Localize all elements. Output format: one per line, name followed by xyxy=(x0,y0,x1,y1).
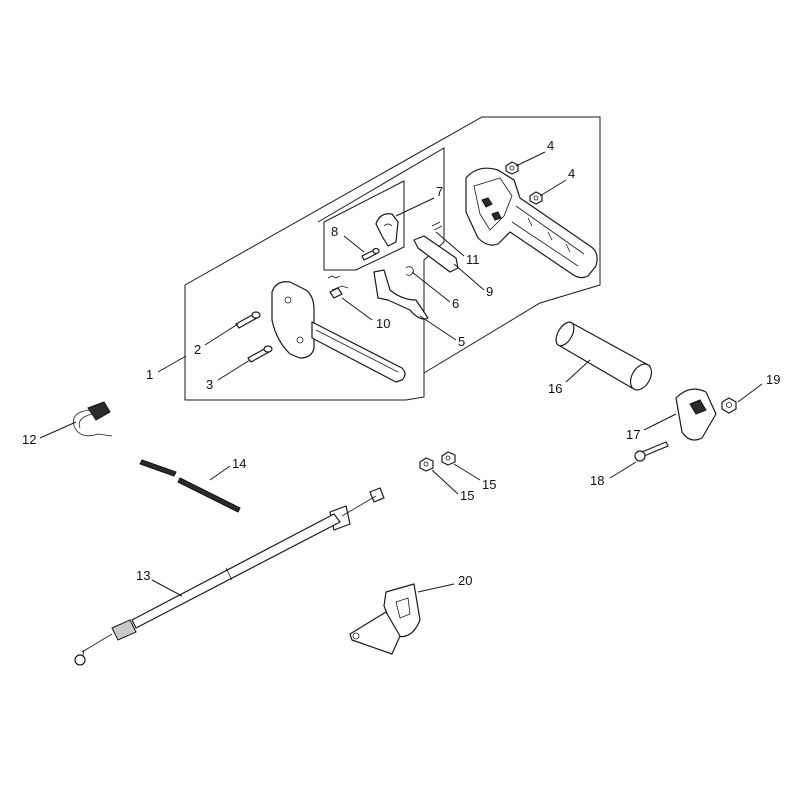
callout-12: 12 xyxy=(22,432,36,447)
callout-1: 1 xyxy=(146,367,153,382)
grip-sleeve-16 xyxy=(555,321,653,391)
spring-6 xyxy=(405,266,414,276)
leader-lines xyxy=(39,151,763,597)
spring-10 xyxy=(327,275,349,299)
clamp-17 xyxy=(675,388,717,441)
callout-8: 8 xyxy=(331,224,338,239)
inner-group-outline xyxy=(317,147,445,373)
lever-group-outline xyxy=(323,180,405,271)
screw-2 xyxy=(235,311,261,329)
stop-switch-12 xyxy=(72,401,113,437)
pin-11 xyxy=(431,221,443,231)
callout-19: 19 xyxy=(766,372,780,387)
nut-15-upper xyxy=(441,451,456,466)
callout-20: 20 xyxy=(458,573,472,588)
callout-4-lower: 4 xyxy=(568,166,575,181)
clamp-7 xyxy=(375,213,399,247)
nut-4-lower xyxy=(529,191,543,205)
lock-lever-9 xyxy=(413,235,459,273)
callout-10: 10 xyxy=(376,316,390,331)
handle-right-half xyxy=(465,167,598,279)
callout-2: 2 xyxy=(194,342,201,357)
bolt-18 xyxy=(634,441,669,462)
callout-7: 7 xyxy=(436,184,443,199)
callout-4-upper: 4 xyxy=(547,138,554,153)
screw-3 xyxy=(247,345,273,363)
callout-14: 14 xyxy=(232,456,246,471)
callout-5: 5 xyxy=(458,334,465,349)
callout-15-upper: 15 xyxy=(482,477,496,492)
screw-8 xyxy=(361,247,380,261)
callout-3: 3 xyxy=(206,377,213,392)
callout-15-lower: 15 xyxy=(460,488,474,503)
callout-16: 16 xyxy=(548,381,562,396)
callout-13: 13 xyxy=(136,568,150,583)
callout-6: 6 xyxy=(452,296,459,311)
spring-14-long xyxy=(177,477,241,513)
bracket-20 xyxy=(349,583,421,655)
callout-9: 9 xyxy=(486,284,493,299)
callout-17: 17 xyxy=(626,427,640,442)
callout-18: 18 xyxy=(590,473,604,488)
nut-4-upper xyxy=(505,161,519,175)
outer-group-outline xyxy=(184,116,601,401)
nut-15-lower xyxy=(419,457,434,472)
spring-14-short xyxy=(139,459,177,477)
throttle-cable-13 xyxy=(74,487,385,666)
trigger-5 xyxy=(373,269,429,320)
callout-11: 11 xyxy=(466,252,480,267)
nut-19 xyxy=(721,397,737,414)
callout-labels: 1 2 3 4 4 5 6 7 8 9 10 11 12 13 14 15 15… xyxy=(22,138,780,588)
handle-left-half xyxy=(271,281,406,383)
